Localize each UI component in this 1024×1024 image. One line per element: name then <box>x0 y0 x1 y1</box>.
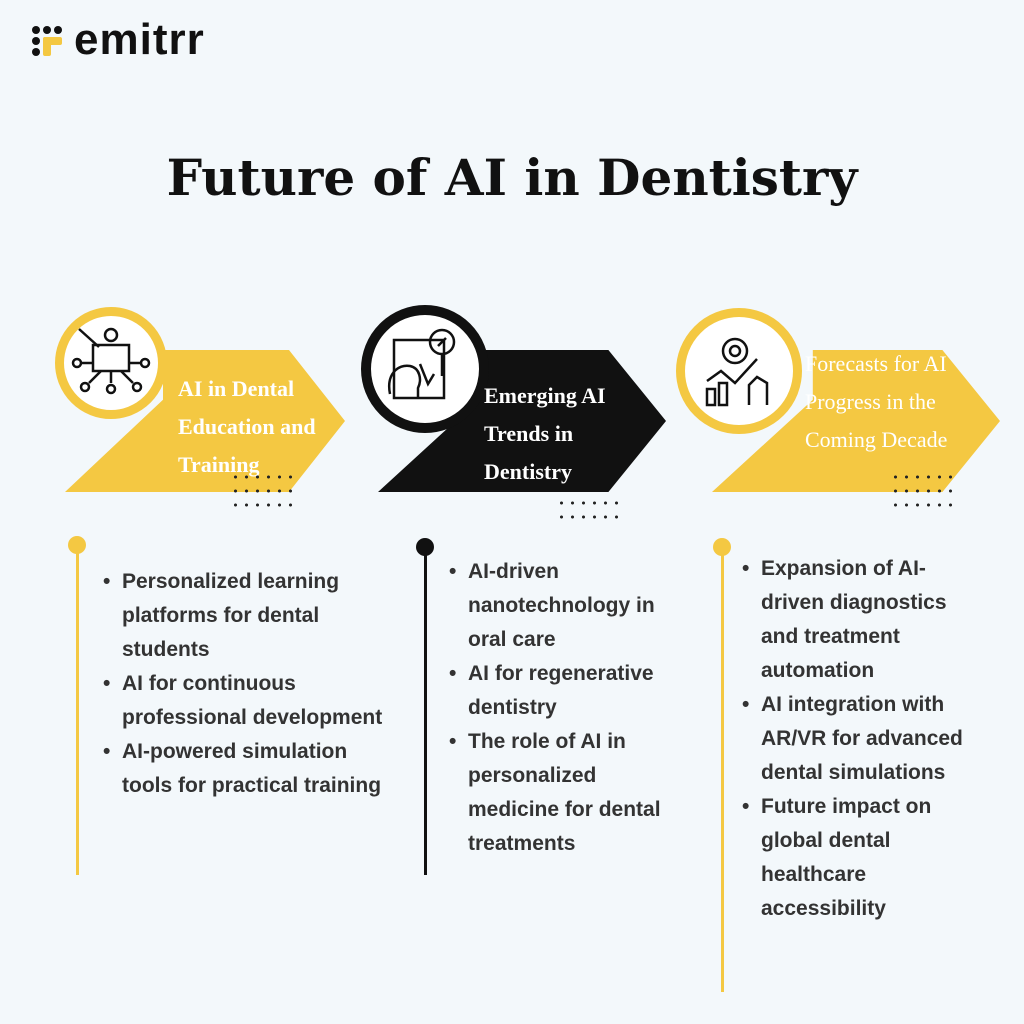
bullet-list-trends: AI-driven nanotechnology in oral care AI… <box>449 555 684 861</box>
list-item: The role of AI in personalized medicine … <box>449 725 684 861</box>
list-item: Personalized learning platforms for dent… <box>103 565 393 667</box>
timeline-line <box>424 547 427 875</box>
dots-decoration <box>230 470 298 512</box>
list-item: AI-powered simulation tools for practica… <box>103 735 393 803</box>
ai-brain-search-icon <box>361 305 489 433</box>
dots-decoration <box>890 470 958 512</box>
section-heading: Emerging AI Trends in Dentistry <box>484 383 606 484</box>
bullet-list-forecasts: Expansion of AI-driven diagnostics and t… <box>742 552 967 926</box>
teacher-network-icon <box>55 307 167 419</box>
timeline-line <box>721 547 724 992</box>
list-item: AI for regenerative dentistry <box>449 657 684 725</box>
list-item: AI-driven nanotechnology in oral care <box>449 555 684 657</box>
logo-text: emitrr <box>74 15 205 64</box>
page-title: Future of AI in Dentistry <box>166 148 858 207</box>
gear-chart-robot-hand-icon <box>676 308 802 434</box>
section-heading: AI in Dental Education and Training <box>178 376 316 477</box>
logo-mark-icon <box>32 24 64 56</box>
bullet-list-education: Personalized learning platforms for dent… <box>103 565 393 803</box>
list-item: Future impact on global dental healthcar… <box>742 790 967 926</box>
emitrr-logo: emitrr <box>32 15 205 64</box>
timeline-line <box>76 545 79 875</box>
dots-decoration <box>556 496 624 524</box>
list-item: AI for continuous professional developme… <box>103 667 393 735</box>
list-item: Expansion of AI-driven diagnostics and t… <box>742 552 967 688</box>
list-item: AI integration with AR/VR for advanced d… <box>742 688 967 790</box>
section-heading: Forecasts for AI Progress in the Coming … <box>805 351 948 452</box>
